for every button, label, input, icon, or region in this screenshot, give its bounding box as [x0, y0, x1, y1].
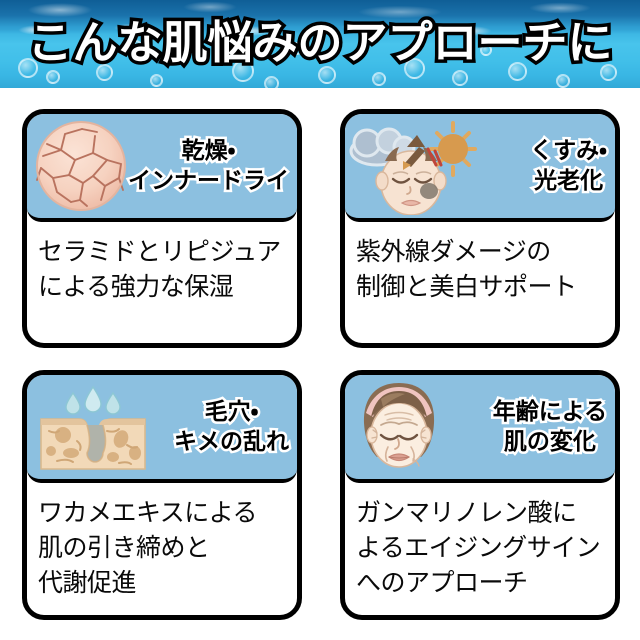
card-body-dry-inner-dry: セラミドとリピジュア による強力な保湿 [38, 237, 281, 301]
card-title-dullness-photoaging: くすみ・ 光老化 [528, 136, 610, 197]
sun-cloud-uv-face-icon [349, 117, 481, 215]
pore-cross-section-icon [37, 383, 149, 471]
card-title-pores-texture: 毛穴・ キメの乱れ [172, 397, 292, 458]
card-pores-texture[interactable]: 毛穴・ キメの乱れ ワカメエキスによる 肌の引き締めと 代謝促進 [22, 370, 302, 620]
page-title: こんな肌悩みのアプローチに [24, 13, 616, 73]
card-dry-inner-dry[interactable]: 乾燥・ インナードライ セラミドとリピジュア による強力な保湿 [22, 109, 302, 348]
card-header-dullness-photoaging: くすみ・ 光老化 [345, 114, 615, 222]
skin-concern-card-grid: 乾燥・ インナードライ セラミドとリピジュア による強力な保湿 [0, 88, 640, 640]
card-body-age-related-change: ガンマリノレン酸に よるエイジングサイン へのアプローチ [356, 498, 601, 597]
card-header-age-related-change: 年齢による 肌の変化 [345, 375, 615, 483]
page-header-banner: こんな肌悩みのアプローチに [0, 0, 640, 88]
card-age-related-change[interactable]: 年齢による 肌の変化 ガンマリノレン酸に よるエイジングサイン へのアプローチ [340, 370, 620, 620]
card-body-pores-texture: ワカメエキスによる 肌の引き締めと 代謝促進 [38, 498, 258, 597]
card-header-dry-inner-dry: 乾燥・ インナードライ [27, 114, 297, 222]
water-foam-decoration [0, 22, 640, 38]
card-header-pores-texture: 毛穴・ キメの乱れ [27, 375, 297, 483]
card-title-age-related-change: 年齢による 肌の変化 [490, 397, 609, 458]
card-title-dry-inner-dry: 乾燥・ インナードライ [126, 136, 292, 197]
card-body-dullness-photoaging: 紫外線ダメージの 制御と美白サポート [356, 237, 577, 301]
aging-face-wrinkles-icon [351, 379, 447, 475]
dry-cracked-skin-icon [35, 120, 127, 212]
card-dullness-photoaging[interactable]: くすみ・ 光老化 紫外線ダメージの 制御と美白サポート [340, 109, 620, 348]
